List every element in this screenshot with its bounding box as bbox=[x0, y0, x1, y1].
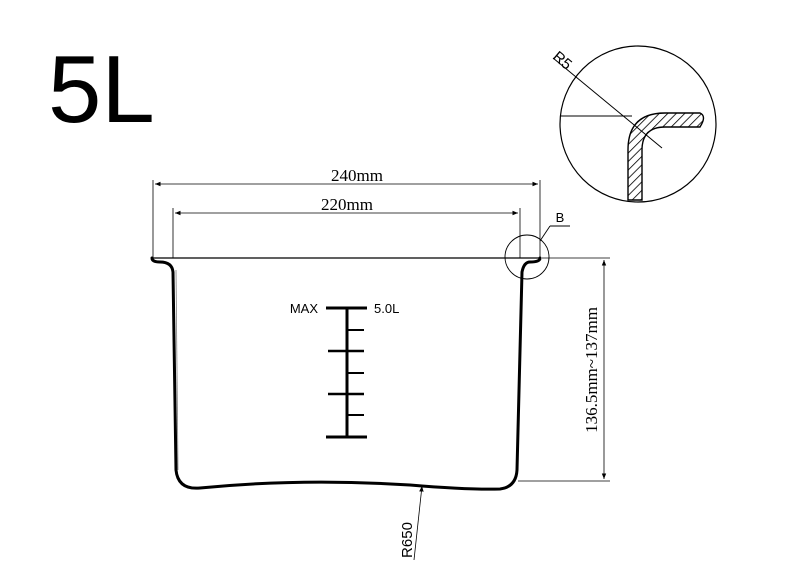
pot-outline bbox=[150, 256, 542, 491]
detail-circle bbox=[559, 45, 717, 203]
detail-b-label: B bbox=[556, 210, 565, 225]
detail-b-circle bbox=[504, 234, 550, 280]
volume-scale: MAX 5.0L bbox=[290, 301, 399, 439]
r5-label: R5 bbox=[549, 48, 575, 73]
dimension-outer-width: 240mm bbox=[152, 166, 541, 258]
scale-max-label: MAX bbox=[290, 301, 319, 316]
r5-leader-line bbox=[552, 57, 663, 149]
height-label: 136.5mm~137mm bbox=[582, 307, 601, 433]
dimension-bottom-radius: R650 bbox=[399, 485, 424, 561]
dimension-inner-width: 220mm bbox=[172, 195, 521, 258]
capacity-title: 5L bbox=[48, 36, 155, 143]
detail-b-marker: B bbox=[504, 210, 570, 280]
pot-body bbox=[150, 256, 542, 491]
outer-width-label: 240mm bbox=[331, 166, 383, 185]
scale-max-volume: 5.0L bbox=[374, 301, 399, 316]
detail-b-magnified: R5 bbox=[549, 45, 717, 203]
dimension-height: 136.5mm~137mm bbox=[518, 257, 610, 482]
rim-cross-section bbox=[627, 112, 705, 201]
inner-width-label: 220mm bbox=[321, 195, 373, 214]
r650-label: R650 bbox=[399, 522, 416, 558]
